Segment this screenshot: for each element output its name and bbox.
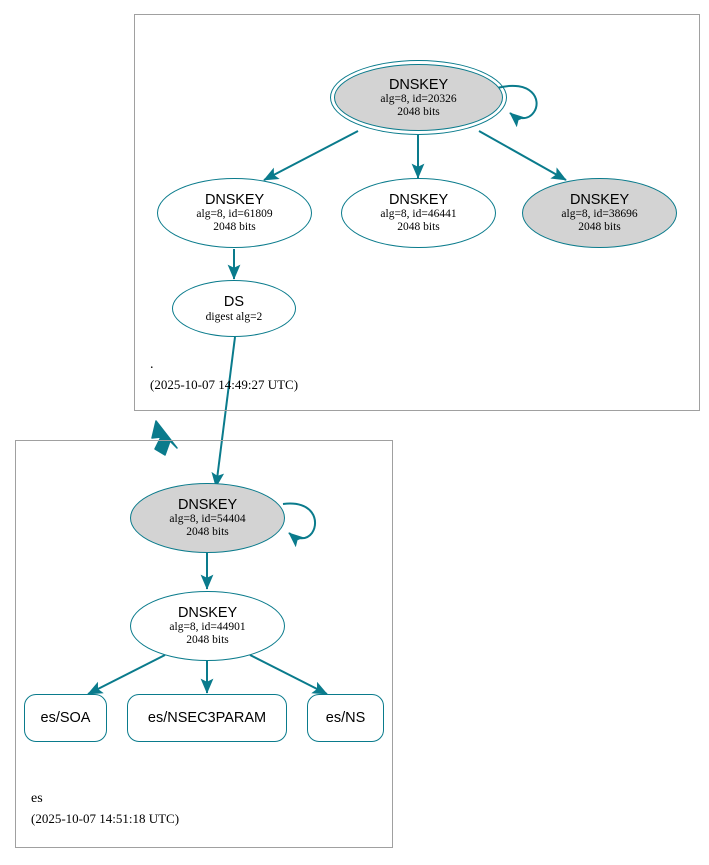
node-algorithm-id: alg=8, id=20326 <box>380 92 457 105</box>
edge-es-zsk-to-soa <box>87 654 166 695</box>
node-title: DNSKEY <box>569 192 630 208</box>
zone-boundary-es <box>15 440 393 848</box>
node-algorithm-id: alg=8, id=54404 <box>169 513 246 525</box>
node-key-size: 2048 bits <box>186 526 229 538</box>
rrset-label: es/NSEC3PARAM <box>147 710 267 726</box>
zone-timestamp-root: (2025-10-07 14:49:27 UTC) <box>150 377 299 392</box>
zone-timestamp-es: (2025-10-07 14:51:18 UTC) <box>31 811 180 826</box>
node-key-size: 2048 bits <box>213 221 256 233</box>
node-algorithm-id: alg=8, id=46441 <box>380 208 457 220</box>
node-title: DNSKEY <box>177 497 238 513</box>
node-dnskey-root-ksk-38696[interactable]: DNSKEY alg=8, id=38696 2048 bits <box>522 178 677 248</box>
edge-root-ksk-self-sign <box>496 85 538 128</box>
node-title: DNSKEY <box>204 192 265 208</box>
node-rrset-es-ns[interactable]: es/NS <box>307 694 384 742</box>
node-algorithm-id: alg=8, id=38696 <box>561 208 638 220</box>
rrset-label: es/SOA <box>40 710 91 726</box>
rrset-label: es/NS <box>325 710 366 726</box>
edge-es-ksk-self-sign <box>282 502 317 548</box>
zone-boundary-root <box>134 14 700 411</box>
node-title: DNSKEY <box>388 76 449 93</box>
zone-name-es: es <box>31 791 43 806</box>
zone-name-root: . <box>150 357 154 372</box>
node-title: DNSKEY <box>388 192 449 208</box>
node-key-size: 2048 bits <box>397 221 440 233</box>
node-algorithm-id: alg=8, id=61809 <box>196 208 273 220</box>
node-dnskey-es-ksk-54404[interactable]: DNSKEY alg=8, id=54404 2048 bits <box>130 483 285 553</box>
node-dnskey-es-zsk-44901[interactable]: DNSKEY alg=8, id=44901 2048 bits <box>130 591 285 661</box>
edge-ds-to-es-ksk-54404 <box>211 336 236 488</box>
node-rrset-es-soa[interactable]: es/SOA <box>24 694 107 742</box>
node-key-size: 2048 bits <box>186 634 229 646</box>
edge-root-ksk-to-zsk-61809 <box>263 130 359 181</box>
delegation-arrow <box>151 420 178 456</box>
node-ds[interactable]: DS digest alg=2 <box>172 280 296 337</box>
edge-es-zsk-to-ns <box>249 654 328 695</box>
node-title: DNSKEY <box>177 605 238 621</box>
node-key-size: 2048 bits <box>578 221 621 233</box>
node-digest-alg: digest alg=2 <box>205 310 263 323</box>
zone-label-es: es (2025-10-07 14:51:18 UTC) <box>31 791 179 826</box>
node-rrset-es-nsec3param[interactable]: es/NSEC3PARAM <box>127 694 287 742</box>
node-dnskey-root-ksk-20326[interactable]: DNSKEY alg=8, id=20326 2048 bits <box>334 64 503 131</box>
node-dnskey-root-zsk-46441[interactable]: DNSKEY alg=8, id=46441 2048 bits <box>341 178 496 248</box>
edge-root-ksk-to-ksk-38696 <box>478 130 567 181</box>
zone-label-root: . (2025-10-07 14:49:27 UTC) <box>150 357 298 392</box>
node-title: DS <box>223 293 245 310</box>
node-algorithm-id: alg=8, id=44901 <box>169 621 246 633</box>
node-dnskey-root-zsk-61809[interactable]: DNSKEY alg=8, id=61809 2048 bits <box>157 178 312 248</box>
node-key-size: 2048 bits <box>397 105 440 118</box>
